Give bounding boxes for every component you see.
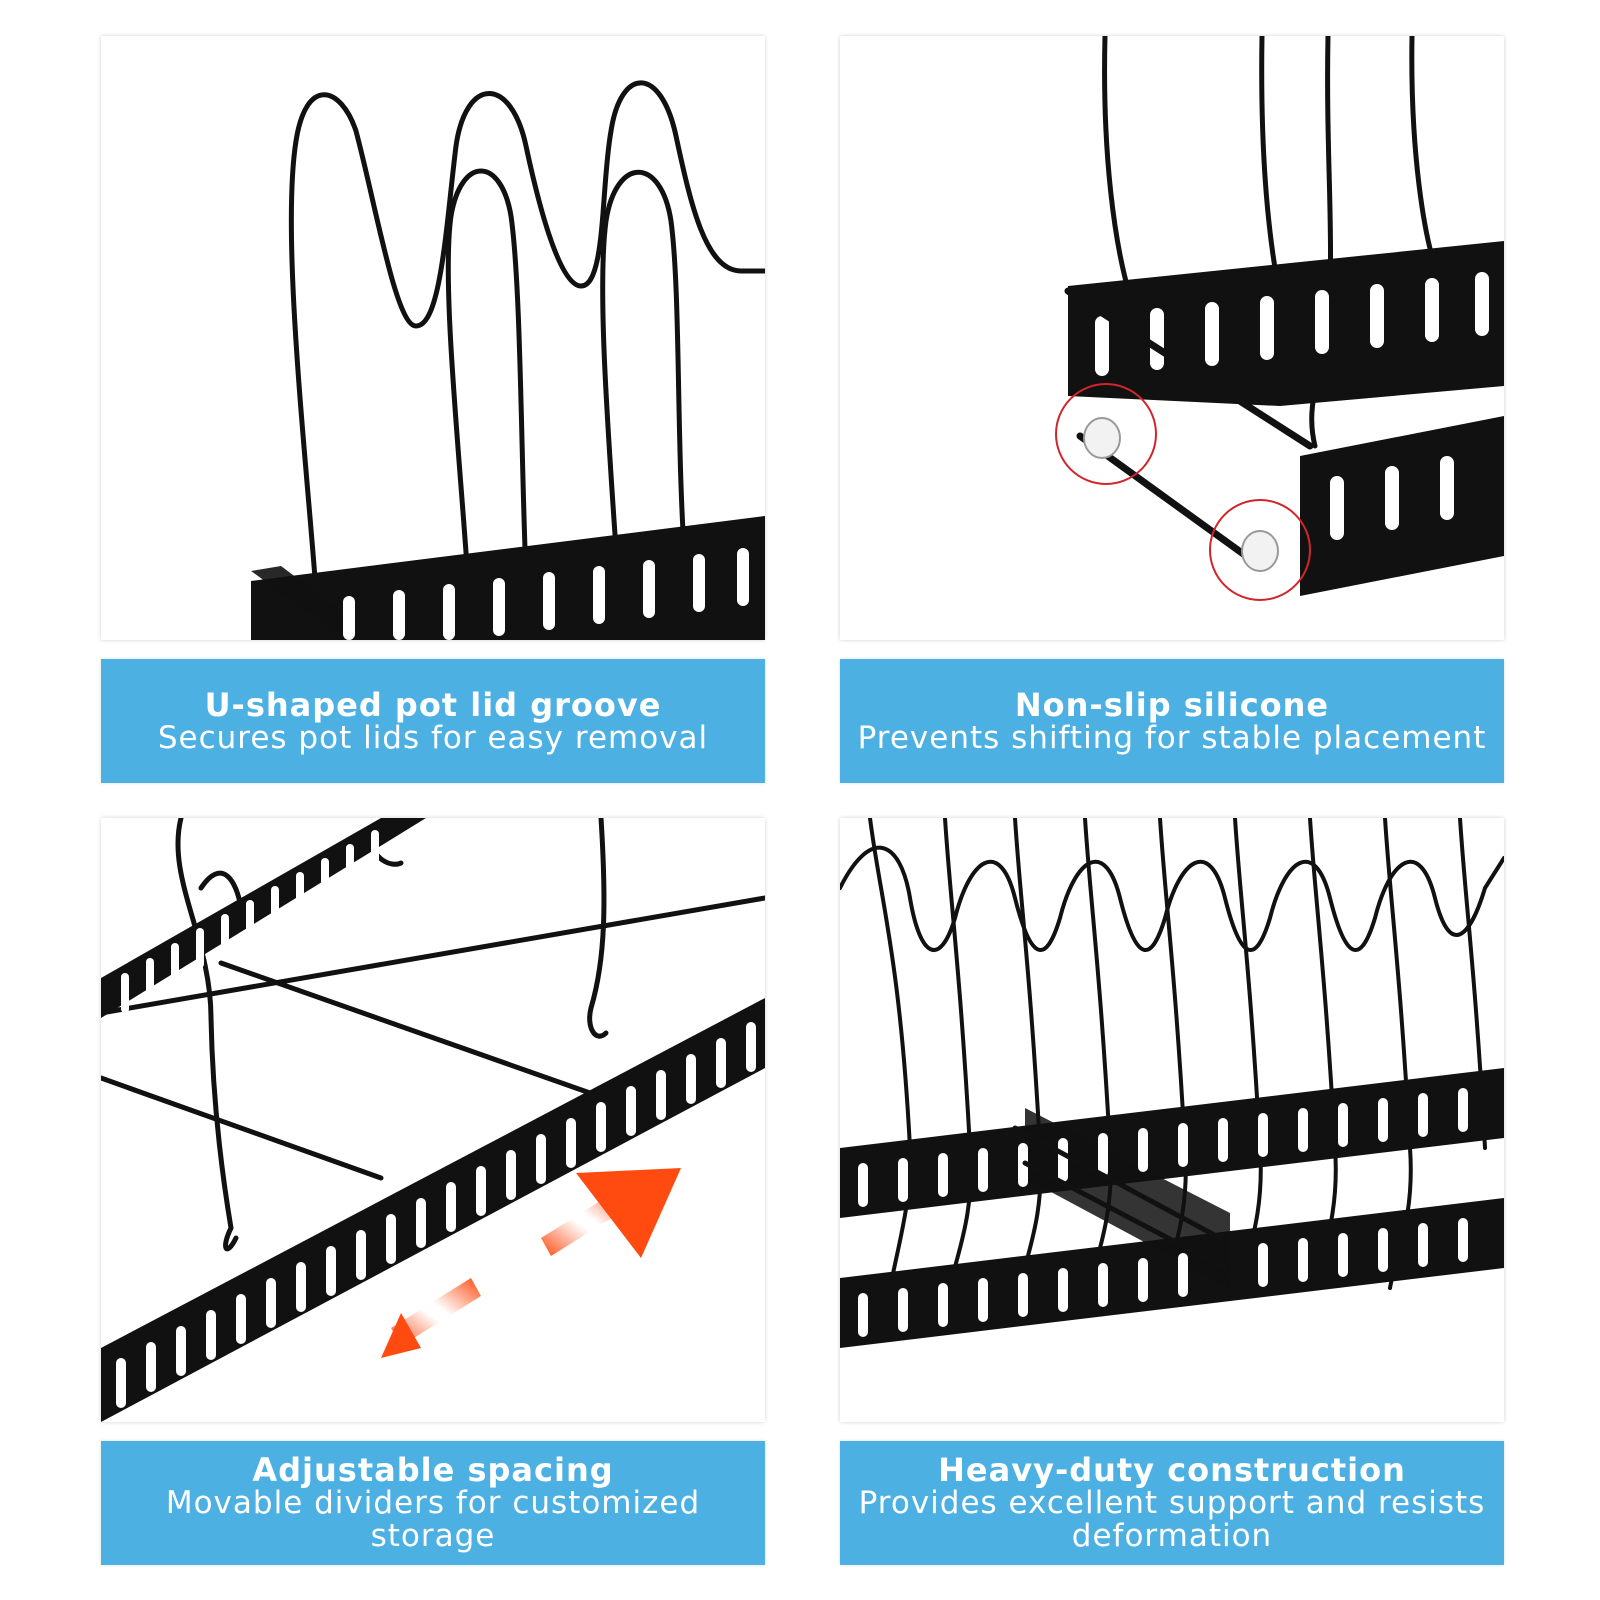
adjustable-photo <box>101 818 765 1422</box>
u-groove-rack-image <box>251 80 765 640</box>
heavy-duty-photo <box>840 818 1504 1422</box>
u-groove-title: U-shaped pot lid groove <box>204 685 662 724</box>
adjustable-caption: Adjustable spacing Movable dividers for … <box>101 1441 765 1565</box>
non-slip-subtitle: Prevents shifting for stable placement <box>857 719 1487 756</box>
highlight-circle-icon <box>1055 383 1157 485</box>
heavy-duty-subtitle: Provides excellent support and resists d… <box>858 1485 1486 1554</box>
silicone-pad-icon <box>1083 417 1279 572</box>
non-slip-title: Non-slip silicone <box>1014 685 1330 724</box>
heavy-duty-caption: Heavy-duty construction Provides excelle… <box>840 1441 1504 1565</box>
non-slip-rack-image <box>1055 36 1504 601</box>
feature-panel-u-groove: U-shaped pot lid groove Secures pot lids… <box>101 36 765 783</box>
non-slip-caption: Non-slip silicone Prevents shifting for … <box>840 659 1504 783</box>
non-slip-photo <box>840 36 1504 640</box>
feature-panel-heavy-duty: Heavy-duty construction Provides excelle… <box>840 818 1504 1565</box>
highlight-circle-icon <box>1209 499 1311 601</box>
adjustable-title: Adjustable spacing <box>252 1451 614 1489</box>
heavy-duty-rack-image <box>840 818 1504 1348</box>
heavy-duty-title: Heavy-duty construction <box>938 1451 1406 1489</box>
u-groove-subtitle: Secures pot lids for easy removal <box>157 719 709 756</box>
adjustable-subtitle: Movable dividers for customized storage <box>165 1485 701 1554</box>
u-groove-photo <box>101 36 765 640</box>
adjustable-rack-image <box>101 818 765 1422</box>
u-groove-caption: U-shaped pot lid groove Secures pot lids… <box>101 659 765 783</box>
feature-panel-non-slip: Non-slip silicone Prevents shifting for … <box>840 36 1504 783</box>
double-arrow-icon <box>381 1168 681 1358</box>
feature-panel-adjustable: Adjustable spacing Movable dividers for … <box>101 818 765 1565</box>
